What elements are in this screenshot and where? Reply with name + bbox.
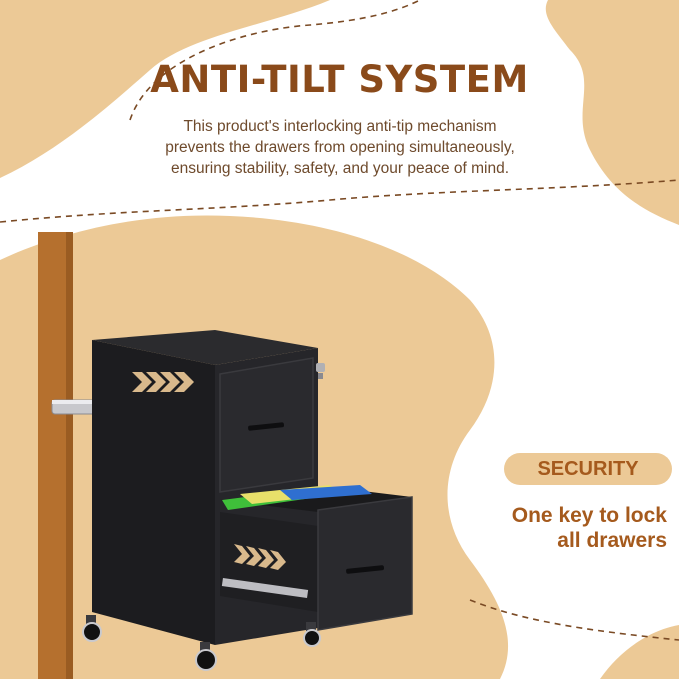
wall-post-shade bbox=[66, 232, 73, 679]
feature-text: One key to lock all drawers bbox=[437, 503, 667, 553]
dashed-curve-middle bbox=[0, 179, 679, 223]
filing-cabinet bbox=[82, 330, 413, 671]
description-line: This product's interlocking anti-tip mec… bbox=[183, 118, 497, 135]
security-badge: SECURITY bbox=[504, 453, 672, 485]
hanging-folders-blue bbox=[280, 485, 372, 500]
upper-drawer-handle bbox=[248, 422, 285, 431]
lock-icon bbox=[316, 363, 325, 379]
feature-line: all drawers bbox=[557, 529, 667, 552]
description-text: This product's interlocking anti-tip mec… bbox=[130, 116, 550, 179]
top-left-blob bbox=[0, 0, 330, 178]
cabinet-top bbox=[92, 330, 318, 365]
cabinet-side bbox=[92, 340, 215, 645]
description-line: prevents the drawers from opening simult… bbox=[165, 139, 515, 156]
feature-line: One key to lock bbox=[511, 504, 667, 527]
bottom-right-blob bbox=[600, 625, 679, 679]
lower-drawer-front bbox=[317, 496, 413, 631]
page-title: ANTI-TILT SYSTEM bbox=[150, 58, 529, 101]
lower-drawer-handle bbox=[346, 565, 385, 574]
top-right-blob bbox=[545, 0, 679, 225]
description-line: ensuring stability, safety, and your pea… bbox=[170, 160, 510, 177]
caster-wheels bbox=[82, 615, 321, 671]
drawer-slide bbox=[221, 578, 309, 598]
dashed-curve-bottom bbox=[469, 599, 679, 641]
